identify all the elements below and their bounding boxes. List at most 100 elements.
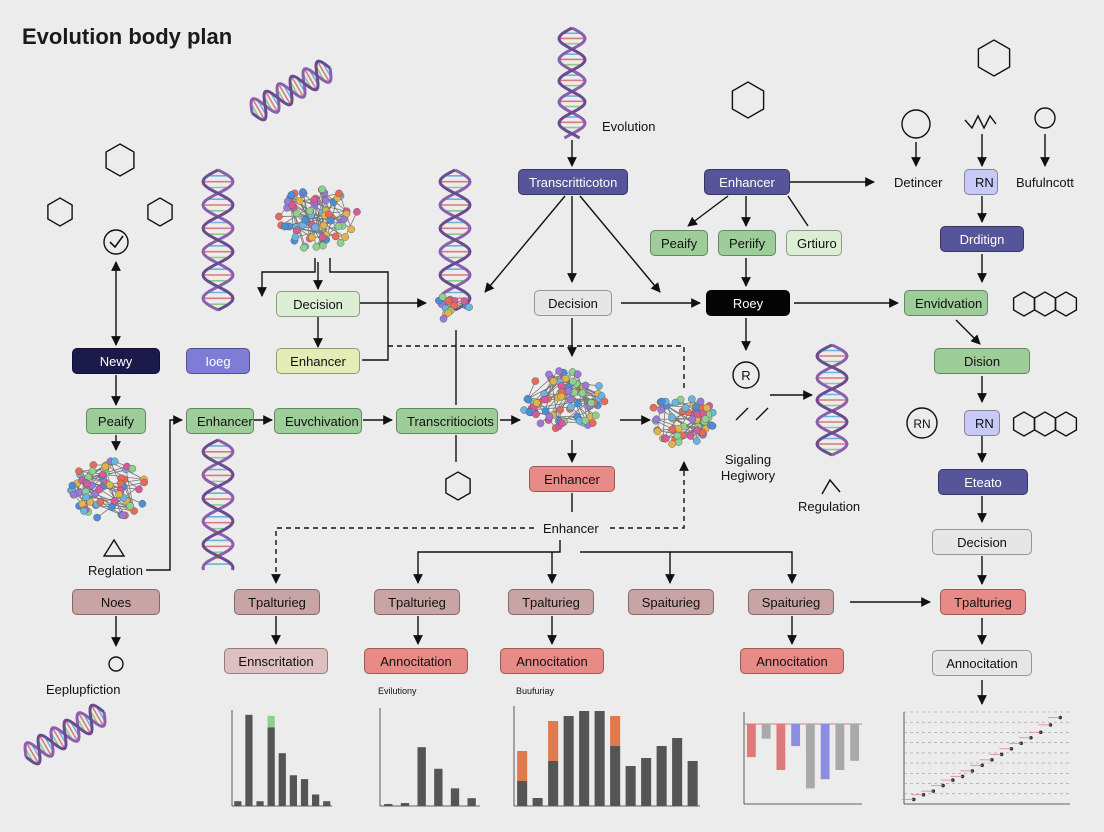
- wave-icon: [964, 114, 997, 130]
- atom: [557, 392, 566, 401]
- bar: [417, 747, 426, 806]
- atom: [592, 411, 600, 420]
- atom: [662, 434, 670, 443]
- atom: [595, 382, 603, 390]
- atom: [319, 221, 328, 230]
- label-eeplupfiction: Eeplupfiction: [46, 682, 121, 697]
- connector: [787, 195, 809, 227]
- connector: [670, 551, 797, 584]
- bond: [527, 370, 560, 400]
- dna-rung: [90, 704, 105, 727]
- atom: [545, 412, 554, 421]
- node-enhancer-mid: Enhancer: [186, 408, 254, 434]
- atom: [336, 239, 345, 247]
- dna-strand: [201, 438, 235, 571]
- bar: [656, 746, 667, 806]
- bar: [610, 716, 621, 746]
- atom: [578, 389, 587, 397]
- atom: [68, 481, 77, 490]
- atom: [668, 425, 677, 434]
- dna-rung: [64, 719, 79, 742]
- check-mark-icon: [109, 235, 124, 249]
- node-rn-top: RN: [964, 169, 998, 195]
- bar: [256, 801, 264, 806]
- chart-4: [743, 712, 862, 805]
- bar: [579, 711, 590, 806]
- bond: [576, 405, 598, 417]
- chemical-ring-icon: [1054, 411, 1078, 437]
- node-drditign: Drditign: [940, 226, 1024, 252]
- label-enhancer-plain: Enhancer: [543, 521, 599, 536]
- bar: [267, 715, 275, 728]
- r-circle-label: R: [741, 368, 750, 383]
- atom: [450, 301, 458, 310]
- chart-3-title: Buufuriay: [516, 686, 555, 696]
- atom: [318, 185, 327, 194]
- connector: [146, 415, 183, 571]
- label-detincer: Detincer: [894, 175, 943, 190]
- connector: [579, 195, 661, 293]
- atom: [564, 387, 573, 395]
- chart-3: [513, 706, 700, 807]
- node-periify-b: Periify: [718, 230, 776, 256]
- atom: [95, 485, 104, 494]
- chemical-ring-icon: [47, 197, 73, 227]
- atom: [281, 222, 289, 231]
- atom: [696, 397, 705, 406]
- bond: [72, 485, 130, 508]
- connector: [329, 258, 389, 361]
- bar: [594, 711, 605, 806]
- node-transcription-top: Transcritticoton: [518, 169, 628, 195]
- atom: [561, 374, 570, 383]
- node-annocitation-3: Annocitation: [740, 648, 844, 674]
- connector: [955, 319, 981, 345]
- dna-rung: [51, 727, 66, 750]
- node-peaify-a: Peaify: [650, 230, 708, 256]
- bar: [625, 766, 636, 806]
- atom: [532, 399, 541, 407]
- bar: [746, 724, 756, 758]
- atom: [673, 431, 682, 440]
- node-envidvation: Envidvation: [904, 290, 988, 316]
- atom: [322, 196, 330, 205]
- node-roey: Roey: [706, 290, 790, 316]
- dna-helix-icon: [815, 343, 849, 457]
- node-annocitation-2: Annocitation: [500, 648, 604, 674]
- atom: [531, 377, 540, 385]
- chart-2: [379, 708, 480, 807]
- bar: [245, 714, 253, 806]
- atom: [75, 467, 83, 475]
- atom: [569, 377, 577, 386]
- chemical-ring-icon: [105, 143, 135, 177]
- bar: [805, 724, 815, 789]
- molecule-cluster-icon: [67, 457, 148, 522]
- dna-rung: [316, 60, 331, 83]
- atom: [688, 395, 696, 403]
- pathway-icon: [735, 407, 769, 421]
- network-icon: [108, 656, 124, 672]
- bar: [687, 761, 698, 806]
- node-decision-right: Decision: [932, 529, 1032, 555]
- bar: [761, 724, 771, 739]
- atom: [587, 398, 596, 407]
- atom: [566, 395, 575, 404]
- bond: [574, 392, 599, 394]
- dna-rung: [251, 98, 266, 121]
- atom: [300, 243, 308, 252]
- atom: [119, 511, 127, 520]
- chart-5: [901, 711, 1070, 805]
- dna-strand: [557, 26, 587, 140]
- check-circle-icon: [103, 229, 129, 255]
- bar: [548, 761, 559, 806]
- dna-rung: [303, 68, 318, 91]
- dna-helix-icon: [201, 168, 235, 312]
- atom: [305, 207, 314, 215]
- dna-helix-icon: [557, 26, 587, 140]
- atom: [465, 303, 473, 312]
- dna-helix-icon: [438, 168, 472, 312]
- dashed-connector: [388, 345, 685, 388]
- chemical-ring-icon: [445, 471, 471, 501]
- atom: [353, 207, 361, 216]
